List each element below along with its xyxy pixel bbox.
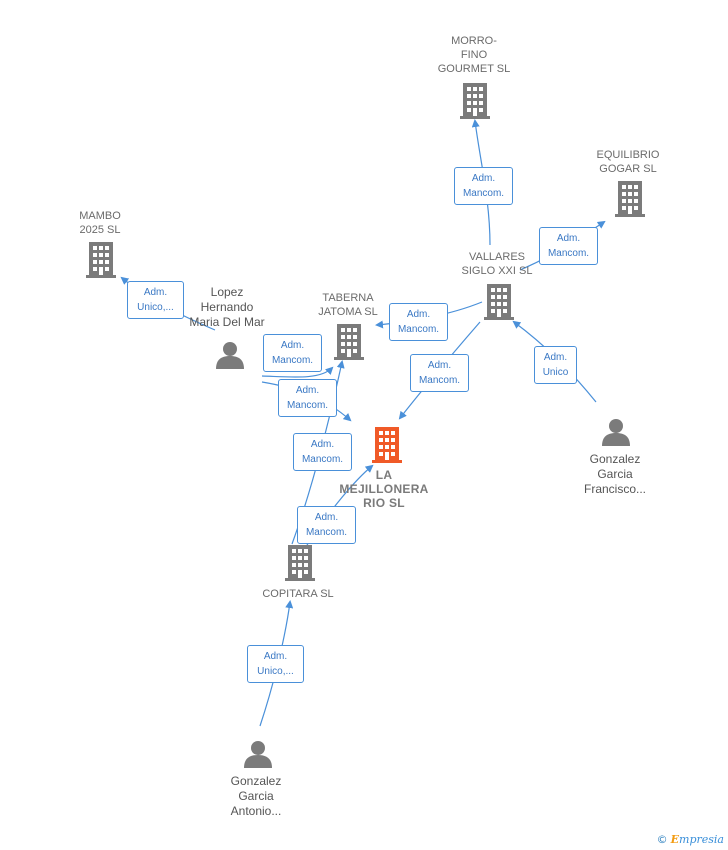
node-label-vallares[interactable]: VALLARES SIGLO XXI SL — [461, 251, 533, 277]
building-icon[interactable] — [615, 181, 645, 217]
person-icon[interactable] — [216, 342, 244, 369]
node-label-lopez[interactable]: Lopez Hernando Maria Del Mar — [189, 285, 265, 329]
edge-label[interactable]: Adm. Mancom. — [278, 379, 337, 417]
edge-label[interactable]: Adm. Unico,... — [247, 645, 304, 683]
edge-label[interactable]: Adm. Mancom. — [539, 227, 598, 265]
edge-label[interactable]: Adm. Mancom. — [293, 433, 352, 471]
edge-label[interactable]: Adm. Mancom. — [454, 167, 513, 205]
node-label-gonzalez-francisco[interactable]: Gonzalez Garcia Francisco... — [583, 452, 647, 496]
building-icon-main[interactable] — [372, 427, 402, 463]
node-label-taberna[interactable]: TABERNA JATOMA SL — [318, 292, 378, 318]
building-icon[interactable] — [285, 545, 315, 581]
brand-footer[interactable]: ©Empresia — [657, 833, 724, 846]
building-icon[interactable] — [460, 83, 490, 119]
node-label-gonzalez-antonio[interactable]: Gonzalez Garcia Antonio... — [230, 774, 282, 818]
edge-label[interactable]: Adm. Mancom. — [389, 303, 448, 341]
node-label-morro-fino[interactable]: MORRO- FINO GOURMET SL — [437, 35, 511, 75]
edge-label[interactable]: Adm. Mancom. — [297, 506, 356, 544]
node-label-mambo[interactable]: MAMBO 2025 SL — [79, 210, 121, 236]
brand-initial: E — [670, 833, 680, 846]
edge-label[interactable]: Adm. Mancom. — [410, 354, 469, 392]
building-icon[interactable] — [484, 284, 514, 320]
edge-label[interactable]: Adm. Unico — [534, 346, 577, 384]
copyright-icon: © — [656, 833, 668, 846]
node-label-copitara[interactable]: COPITARA SL — [262, 588, 334, 600]
building-icon[interactable] — [334, 324, 364, 360]
edge-lopez-taberna — [261, 366, 334, 378]
person-icon[interactable] — [602, 419, 630, 446]
node-label-mejillonera[interactable]: LA MEJILLONERA RIO SL — [339, 468, 429, 510]
node-label-equilibrio[interactable]: EQUILIBRIO GOGAR SL — [596, 149, 660, 175]
building-icon[interactable] — [86, 242, 116, 278]
edge-label[interactable]: Adm. Mancom. — [263, 334, 322, 372]
brand-name: mpresia — [679, 833, 724, 846]
person-icon[interactable] — [244, 741, 272, 768]
edge-label[interactable]: Adm. Unico,... — [127, 281, 184, 319]
